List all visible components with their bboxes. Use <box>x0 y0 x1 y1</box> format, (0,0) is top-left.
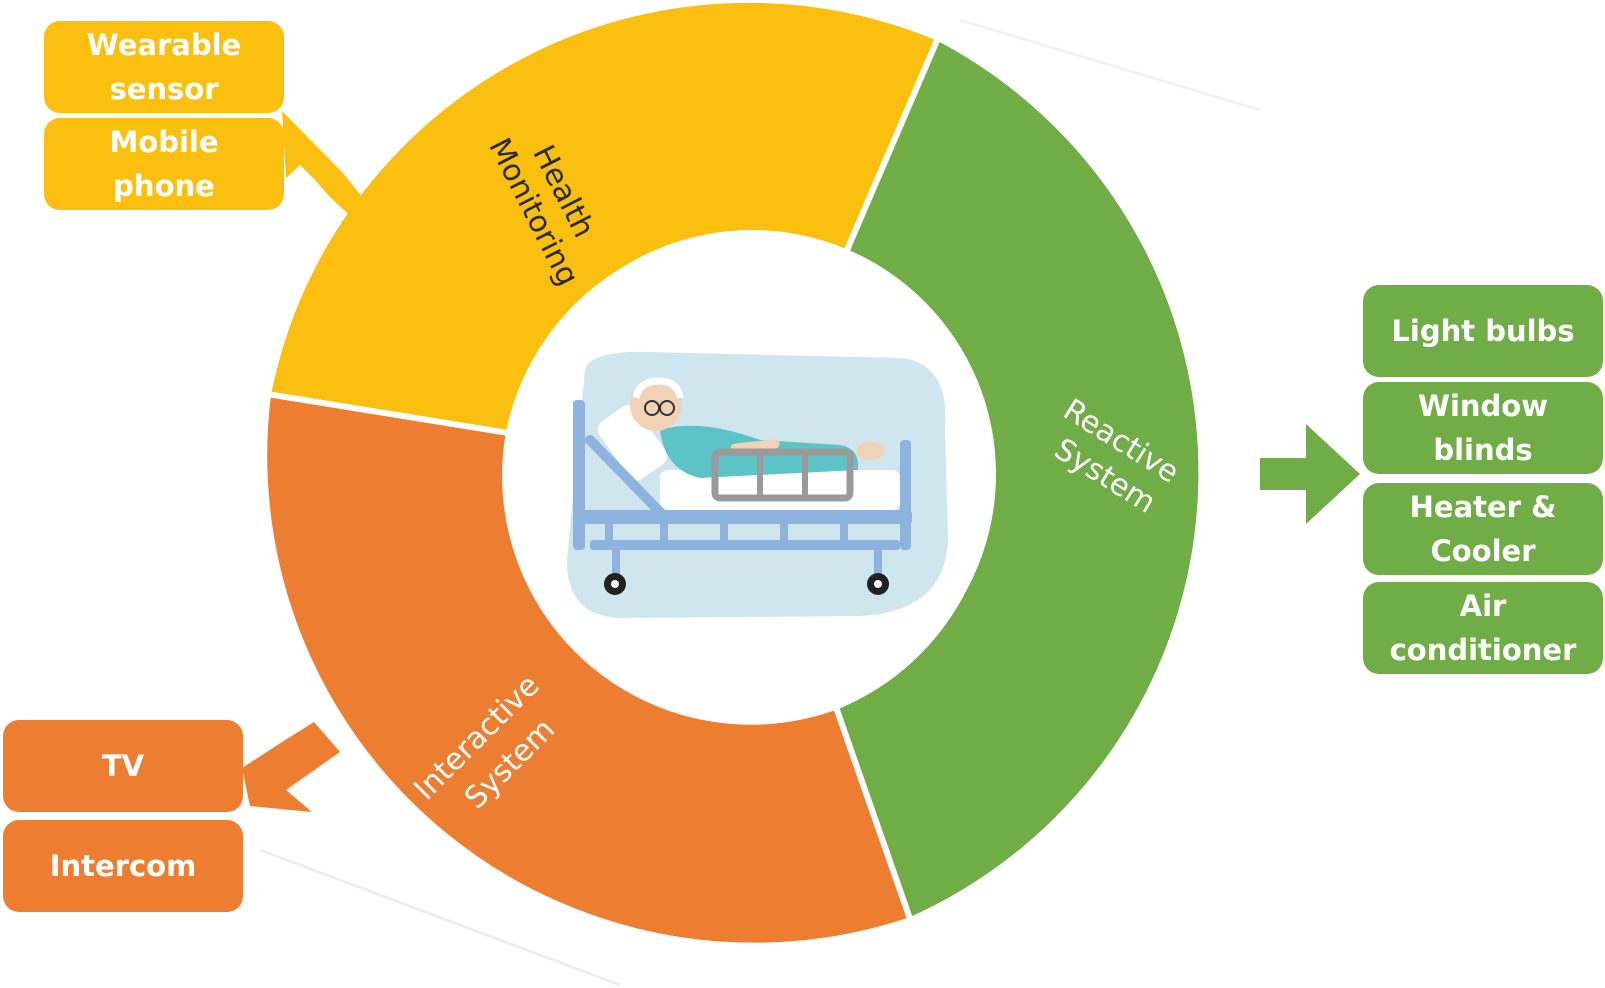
patient-in-hospital-bed-icon <box>566 351 948 618</box>
arrow-to-health-devices <box>282 111 372 236</box>
intercom-box: Intercom <box>3 820 243 912</box>
heater-cooler-line1: Heater & <box>1409 490 1557 524</box>
light-bulbs-box: Light bulbs <box>1363 285 1603 377</box>
heater-cooler-box: Heater & Cooler <box>1363 483 1603 575</box>
window-blinds-line1: Window <box>1417 389 1549 423</box>
window-blinds-box: Window blinds <box>1363 382 1603 474</box>
arrow-to-interactive-devices <box>242 722 340 812</box>
wearable-sensor-line1: Wearable <box>86 28 242 62</box>
mobile-phone-line2: phone <box>113 169 215 203</box>
air-conditioner-line1: Air <box>1459 589 1507 623</box>
air-conditioner-line2: conditioner <box>1389 633 1577 667</box>
window-blinds-line2: blinds <box>1433 433 1533 467</box>
intercom-line1: Intercom <box>49 849 197 883</box>
mobile-phone-box: Mobile phone <box>44 118 284 210</box>
mobile-phone-line1: Mobile <box>109 125 219 159</box>
light-bulbs-line1: Light bulbs <box>1391 314 1575 348</box>
arrow-to-reactive-devices <box>1260 424 1360 524</box>
air-conditioner-box: Air conditioner <box>1363 582 1603 674</box>
ring-segment-interactive-system <box>261 390 915 949</box>
tv-line1: TV <box>101 749 145 783</box>
wearable-sensor-box: Wearable sensor <box>44 21 284 113</box>
heater-cooler-line2: Cooler <box>1430 534 1536 568</box>
tv-box: TV <box>3 720 243 812</box>
wearable-sensor-line2: sensor <box>109 72 219 106</box>
